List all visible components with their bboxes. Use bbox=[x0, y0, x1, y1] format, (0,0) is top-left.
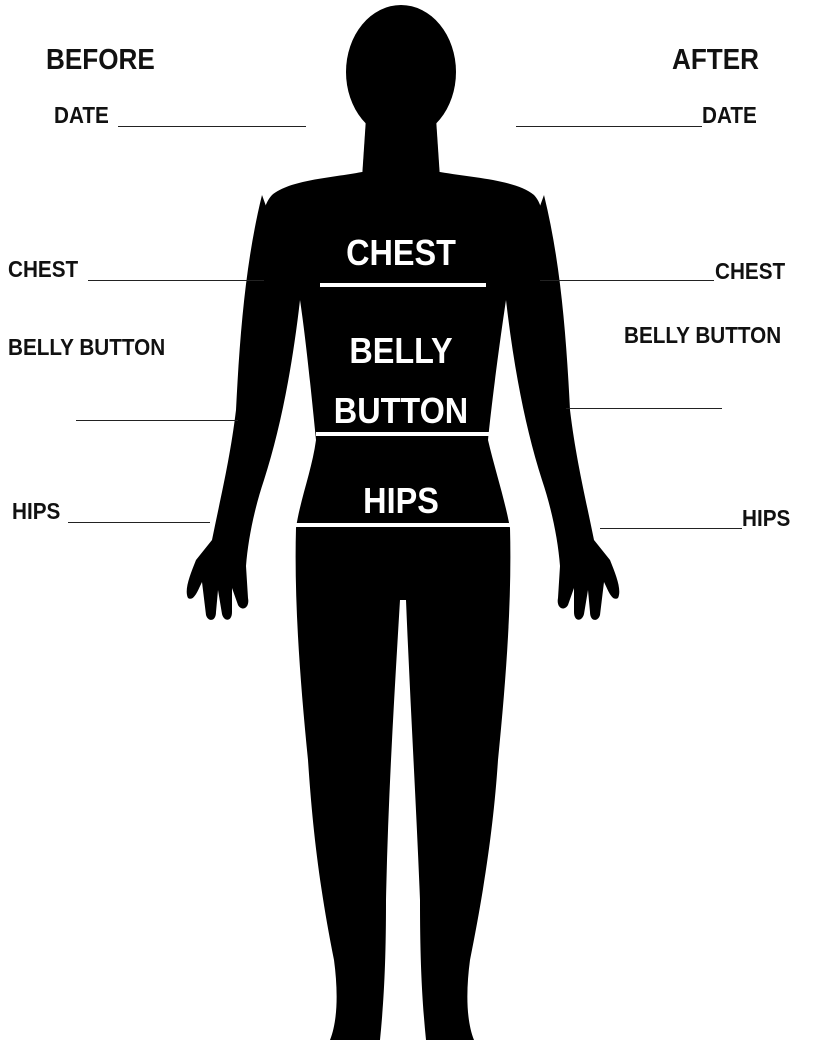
after-hips-field[interactable] bbox=[600, 528, 742, 529]
before-chest-label: CHEST bbox=[8, 256, 78, 283]
hips-measure-line bbox=[296, 523, 510, 527]
before-date-label: DATE bbox=[54, 102, 109, 129]
before-hips-label: HIPS bbox=[12, 498, 60, 525]
figure-belly-label: BELLY bbox=[316, 330, 487, 372]
figure-button-label: BUTTON bbox=[316, 390, 487, 432]
silhouette-neck bbox=[362, 118, 440, 178]
belly-measure-line bbox=[316, 432, 490, 436]
after-date-field[interactable] bbox=[516, 126, 702, 127]
after-hips-label: HIPS bbox=[742, 505, 790, 532]
before-chest-field[interactable] bbox=[88, 280, 264, 281]
silhouette-left-arm bbox=[187, 195, 300, 620]
before-belly-button-field[interactable] bbox=[76, 420, 238, 421]
after-date-label: DATE bbox=[702, 102, 757, 129]
chest-measure-line bbox=[320, 283, 486, 287]
after-chest-label: CHEST bbox=[715, 258, 785, 285]
silhouette-legs bbox=[296, 528, 511, 1040]
before-date-field[interactable] bbox=[118, 126, 306, 127]
before-heading: BEFORE bbox=[46, 44, 155, 77]
figure-chest-label: CHEST bbox=[316, 232, 487, 274]
before-hips-field[interactable] bbox=[68, 522, 210, 523]
before-belly-button-label: BELLY BUTTON bbox=[8, 334, 165, 361]
after-belly-button-label: BELLY BUTTON bbox=[624, 322, 781, 349]
after-heading: AFTER bbox=[672, 44, 759, 77]
figure-hips-label: HIPS bbox=[316, 480, 487, 522]
after-belly-button-field[interactable] bbox=[566, 408, 722, 409]
after-chest-field[interactable] bbox=[540, 280, 714, 281]
